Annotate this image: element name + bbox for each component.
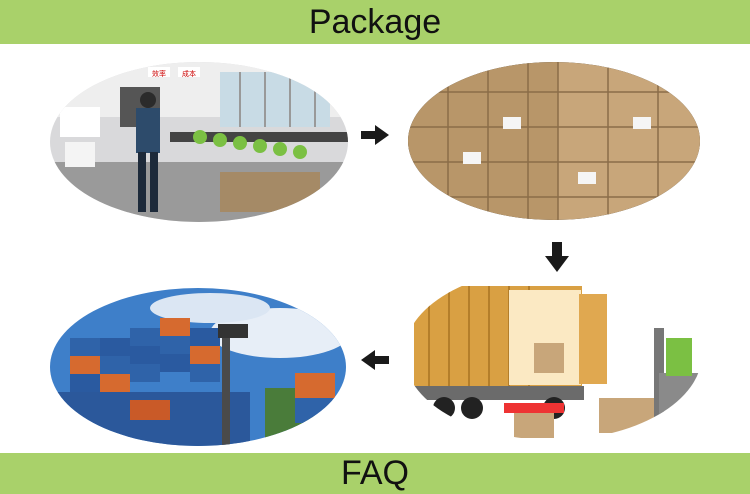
truck-loading-photo xyxy=(404,268,702,440)
arrow-down-icon xyxy=(545,242,569,272)
faq-header: FAQ xyxy=(0,453,750,494)
warehouse-photo xyxy=(408,62,700,220)
sign-efficiency: 效率 xyxy=(152,69,166,78)
sign-cost: 成本 xyxy=(182,69,196,78)
package-title: Package xyxy=(308,2,442,41)
container-yard-photo xyxy=(50,288,346,446)
faq-title: FAQ xyxy=(340,454,410,492)
arrow-right-icon xyxy=(361,125,389,145)
package-header: Package xyxy=(0,0,750,44)
arrow-left-icon xyxy=(361,350,389,370)
factory-photo: 效率 成本 xyxy=(50,62,348,222)
